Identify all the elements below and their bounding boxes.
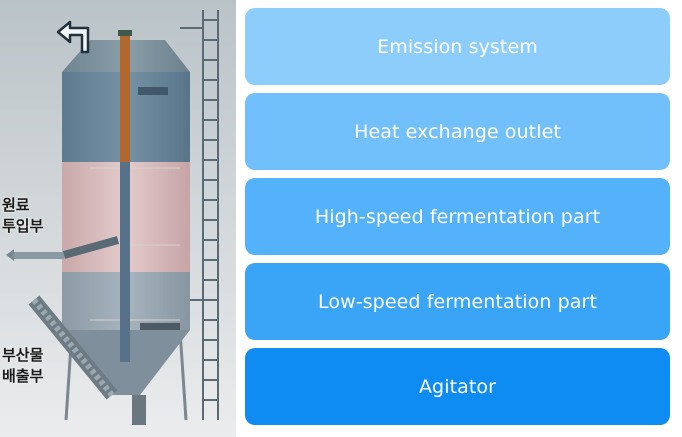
feed-inlet-label-line-2: 투입부: [2, 217, 44, 235]
ladder: [180, 10, 219, 420]
feed-inlet-label-line-1: 원료: [2, 196, 30, 214]
discharge-valve: [132, 395, 146, 425]
stage-label: High-speed fermentation part: [314, 205, 601, 228]
stage-low-speed-fermentation[interactable]: Low-speed fermentation part: [245, 263, 670, 340]
stage-label: Agitator: [418, 375, 497, 398]
stage-label: Emission system: [377, 35, 538, 58]
return-arrow-icon: [56, 20, 90, 54]
process-stage-list: Emission system Heat exchange outlet Hig…: [245, 8, 670, 425]
shaft-heated: [120, 32, 130, 162]
stage-label: Heat exchange outlet: [354, 120, 561, 143]
byproduct-conveyor: [28, 295, 118, 400]
byproduct-outlet-label-line-2: 배출부: [2, 367, 44, 385]
stage-heat-exchange-outlet[interactable]: Heat exchange outlet: [245, 93, 670, 170]
agitator-paddle: [140, 323, 180, 330]
shaft-cap: [118, 30, 132, 36]
upper-vent: [138, 87, 168, 95]
agitator-shaft: [120, 162, 130, 362]
byproduct-outlet-label-line-1: 부산물: [2, 346, 44, 364]
fermenter-diagram: 원료 투입부 부산물 배출부: [0, 0, 236, 437]
fermenter-illustration: [0, 0, 236, 437]
stage-high-speed-fermentation[interactable]: High-speed fermentation part: [245, 178, 670, 255]
feed-inlet-label: 원료 투입부: [2, 195, 43, 237]
stage-emission-system[interactable]: Emission system: [245, 8, 670, 85]
feed-conveyor: [6, 236, 120, 261]
stage-label: Low-speed fermentation part: [318, 290, 597, 313]
byproduct-outlet-label: 부산물 배출부: [2, 345, 43, 387]
stage-agitator[interactable]: Agitator: [245, 348, 670, 425]
tank-cone: [62, 330, 190, 395]
